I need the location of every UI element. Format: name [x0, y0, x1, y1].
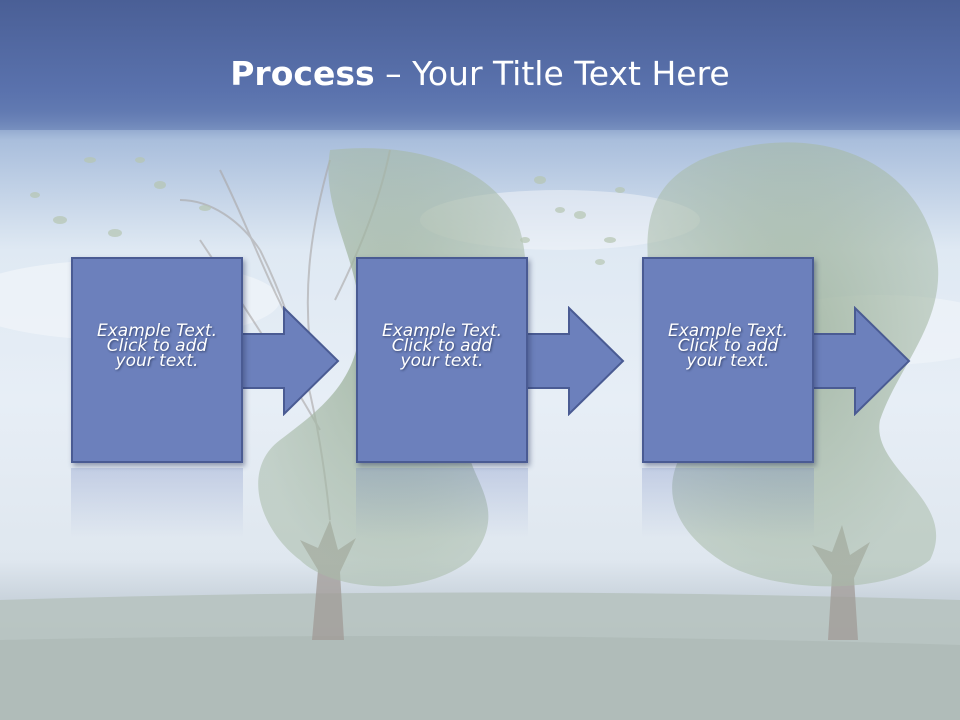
step-3-arrow: [807, 306, 911, 416]
slide-title[interactable]: Process – Your Title Text Here: [0, 52, 960, 96]
step-2-line1: Example Text.: [381, 320, 503, 341]
step-2-reflection: [356, 468, 528, 538]
step-1-line1: Example Text.: [96, 320, 218, 341]
step-2-line3: your text.: [400, 350, 484, 371]
title-band: [0, 0, 960, 130]
step-1-box[interactable]: Example Text. Click to add your text.: [71, 257, 243, 463]
step-1-line2: Click to add: [106, 335, 208, 356]
step-3-reflection: [642, 468, 814, 538]
step-1-text: Example Text. Click to add your text.: [97, 321, 217, 376]
step-2-line2: Click to add: [391, 335, 493, 356]
step-1-reflection: [71, 468, 243, 538]
step-1-arrow: [236, 306, 340, 416]
step-3-text: Example Text. Click to add your text.: [668, 321, 788, 376]
step-3-line2: Click to add: [677, 335, 779, 356]
step-3-box[interactable]: Example Text. Click to add your text.: [642, 257, 814, 463]
step-3-line1: Example Text.: [667, 320, 789, 341]
title-bold-part: Process: [230, 54, 375, 93]
step-2-box[interactable]: Example Text. Click to add your text.: [356, 257, 528, 463]
step-2-arrow: [521, 306, 625, 416]
step-3-line3: your text.: [686, 350, 770, 371]
step-2-text: Example Text. Click to add your text.: [382, 321, 502, 376]
title-rest-part: – Your Title Text Here: [374, 54, 730, 93]
step-1-line3: your text.: [115, 350, 199, 371]
